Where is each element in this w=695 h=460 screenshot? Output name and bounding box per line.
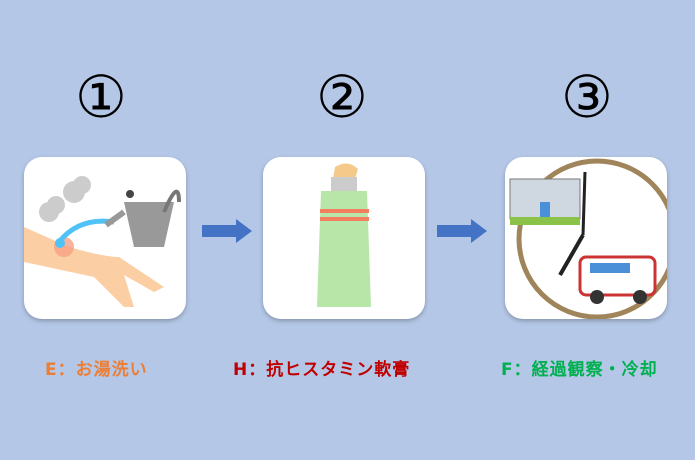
- arrow-right-icon: [202, 219, 252, 243]
- ointment-tube-icon: [317, 163, 371, 307]
- step-label-3: F：経過観察・冷却: [501, 360, 658, 380]
- step-label-2: H：抗ヒスタミン軟膏: [233, 360, 411, 380]
- step-label-1: E：お湯洗い: [45, 360, 148, 380]
- arrow-right-icon: [437, 219, 487, 243]
- step-number-3: ③: [561, 63, 613, 131]
- hot-water-kettle-arm-icon: [24, 176, 181, 307]
- antihistamine-ointment-card: [263, 157, 425, 319]
- step-number-1: ①: [75, 63, 127, 131]
- clock-hospital-ambulance-icon: [509, 158, 667, 319]
- hot-water-wash-card: [24, 157, 186, 319]
- step-number-2: ②: [316, 63, 368, 131]
- observation-cooling-card: [505, 157, 667, 319]
